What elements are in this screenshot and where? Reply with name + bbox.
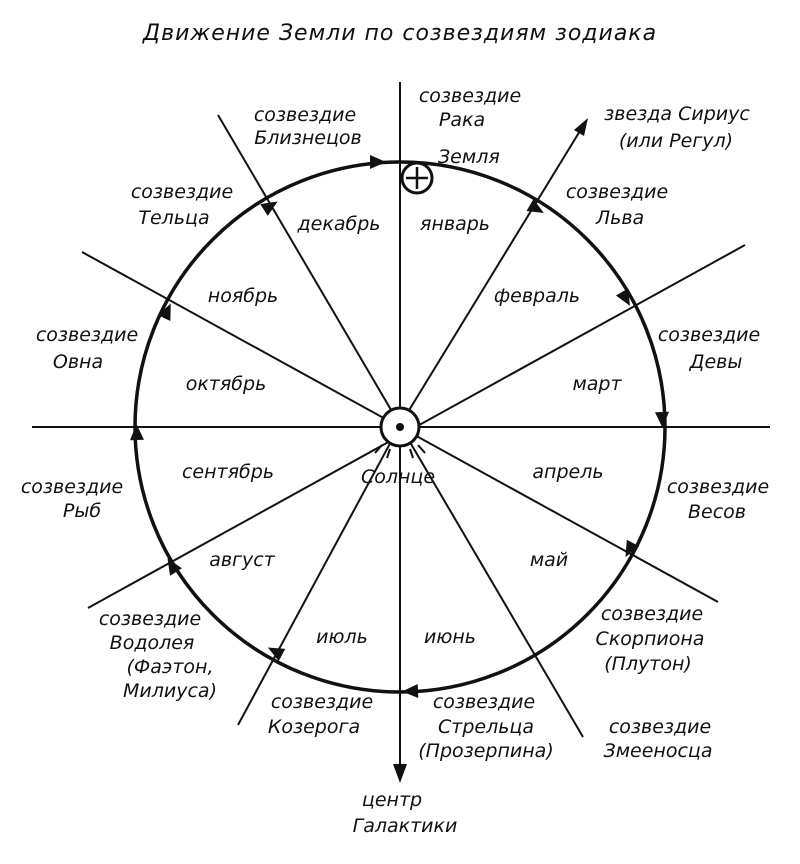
constellation-pisces-line1: созвездие [21,476,123,498]
constellation-labels: созвездие Рака созвездие Близнецов созве… [21,85,769,762]
constellation-gemini-line1: созвездие [254,104,356,126]
constellation-libra-line2: Весов [688,501,746,523]
sirius-label: звезда Сириус (или Регул) [604,103,750,152]
galaxy-arrowhead [393,764,407,783]
constellation-virgo-line2: Девы [689,351,743,373]
constellation-aries: созвездие Овна [36,324,138,373]
constellation-scorpio: созвездие Скорпиона (Плутон) [596,603,705,675]
constellation-scorpio-line1: созвездие [601,603,703,625]
constellation-sagittarius-line2: Стрельца [438,716,534,738]
sun-label: Солнце [361,466,435,488]
constellation-aquarius: созвездие Водолея (Фаэтон, Милиуса) [99,608,217,702]
month-october: октябрь [186,373,267,395]
orbit-arrow [402,684,419,698]
orbit-arrow [267,647,286,662]
orbit-arrow [157,303,171,321]
orbit-arrow [625,539,640,558]
month-september: сентябрь [182,461,274,483]
constellation-cancer-line1: созвездие [419,85,521,107]
constellation-ophiuchus: созвездие Змееносца [604,716,713,762]
month-june: июнь [424,626,476,648]
constellation-leo-line2: Льва [595,207,644,229]
constellation-leo-line1: созвездие [566,181,668,203]
month-december: декабрь [297,213,381,235]
constellation-aries-line1: созвездие [36,324,138,346]
constellation-libra: созвездие Весов [667,476,769,523]
ray-capricorn [237,424,401,726]
constellation-capricorn: созвездие Козерога [268,691,373,738]
constellation-gemini-line2: Близнецов [254,127,362,149]
constellation-cancer: созвездие Рака [419,85,521,131]
constellation-libra-line1: созвездие [667,476,769,498]
constellation-aquarius-line4: Милиуса) [123,680,217,702]
constellation-aquarius-line1: созвездие [99,608,201,630]
sirius-arrowhead [574,118,588,136]
constellation-sagittarius: созвездие Стрельца (Прозерпина) [418,691,554,762]
galactic-center-line1: центр [362,789,422,811]
earth-orbit [133,160,667,694]
month-august: август [209,549,276,571]
constellation-taurus-line1: созвездие [131,181,233,203]
orbit-arrow [130,424,144,441]
constellation-sagittarius-line3: (Прозерпина) [418,740,554,762]
constellation-aquarius-line3: (Фаэтон, [127,656,214,678]
month-january: январь [420,213,490,235]
month-july: июль [316,626,368,648]
orbit-arrow [655,411,669,428]
earth-label: Земля [438,146,500,168]
constellation-ophiuchus-line2: Змееносца [604,740,713,762]
constellation-virgo-line1: созвездие [658,324,760,346]
constellation-aries-line2: Овна [53,351,103,373]
orbit-arrow [615,288,630,306]
month-march: март [572,373,622,395]
constellation-taurus: созвездие Тельца [131,181,233,229]
constellation-taurus-line2: Тельца [138,207,209,229]
galactic-center-label: центр Галактики [353,789,458,837]
galactic-center-line2: Галактики [353,815,458,837]
sun-icon [374,406,426,459]
constellation-gemini: созвездие Близнецов [254,104,362,149]
sirius-label-line1: звезда Сириус [604,103,750,125]
month-april: апрель [532,461,603,483]
constellation-sagittarius-line1: созвездие [433,691,535,713]
month-november: ноябрь [208,285,278,307]
diagram-title: Движение Земли по созвездиям зодиака [142,21,657,46]
constellation-virgo: созвездие Девы [658,324,760,373]
ray-sirius [399,125,584,426]
constellation-capricorn-line2: Козерога [268,716,360,738]
constellation-pisces: созвездие Рыб [21,476,123,522]
constellation-scorpio-line3: (Плутон) [604,653,692,675]
constellation-aquarius-line2: Водолея [110,632,195,654]
earth-icon [400,161,434,195]
sirius-label-line2: (или Регул) [619,130,733,152]
constellation-ophiuchus-line1: созвездие [609,716,711,738]
orbit-arrow [167,558,182,576]
constellation-scorpio-line2: Скорпиона [596,628,705,650]
orbit-arrow [370,155,386,169]
constellation-cancer-line2: Рака [439,109,485,131]
orbit-arrow [260,201,278,216]
orbit-direction-arrows [130,155,669,698]
orbit-arrow [526,198,544,213]
constellation-leo: созвездие Льва [566,181,668,229]
month-labels: январь февраль март апрель май июнь июль… [182,213,622,648]
constellation-pisces-line2: Рыб [63,500,101,522]
month-may: май [530,549,568,571]
month-february: февраль [494,285,580,307]
constellation-capricorn-line1: созвездие [271,691,373,713]
